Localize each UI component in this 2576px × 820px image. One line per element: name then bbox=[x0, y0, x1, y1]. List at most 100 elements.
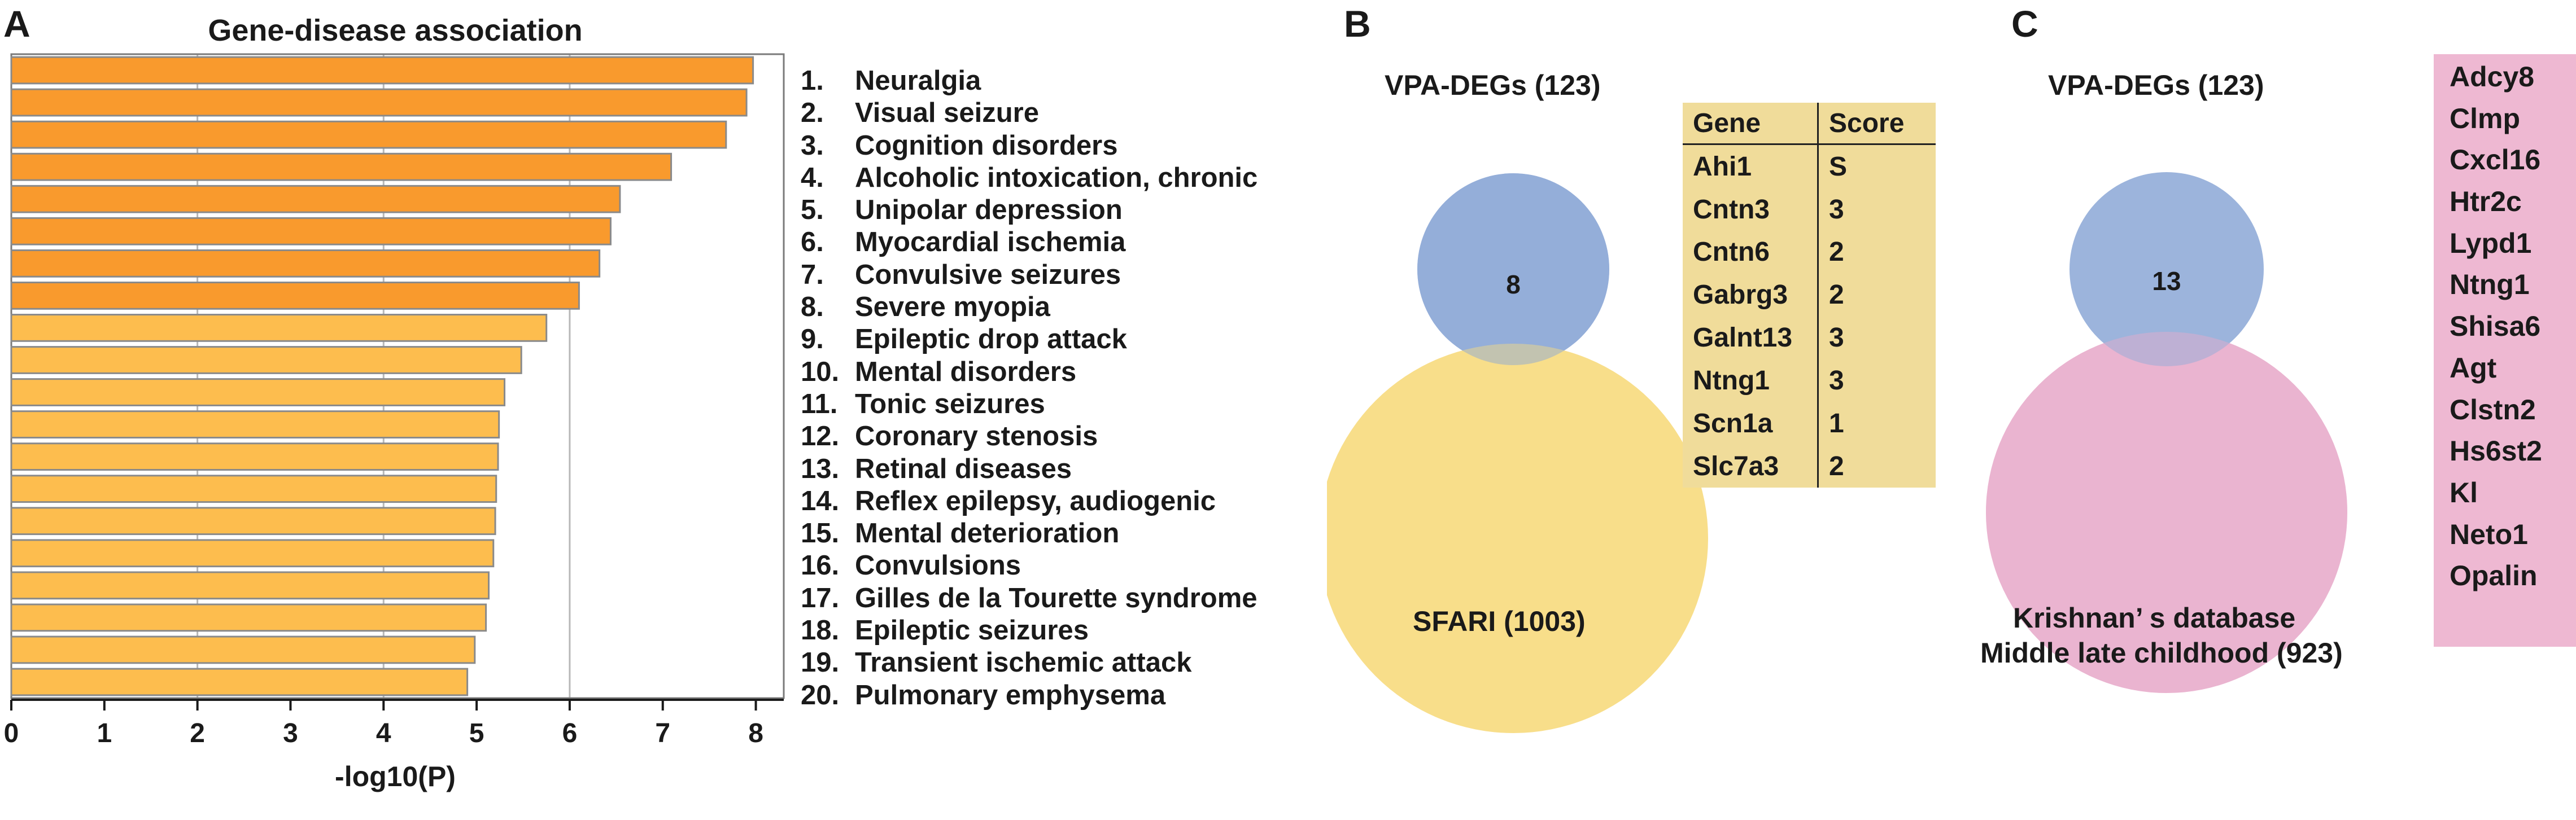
bar bbox=[10, 346, 522, 374]
x-axis-label: -log10(P) bbox=[335, 761, 456, 792]
disease-rank: 9. bbox=[801, 324, 824, 355]
disease-name: Epileptic drop attack bbox=[855, 324, 1127, 355]
disease-rank: 17. bbox=[801, 582, 840, 613]
disease-rank: 11. bbox=[801, 388, 838, 419]
x-tick-label: 5 bbox=[469, 718, 484, 748]
bar bbox=[10, 88, 748, 117]
list-item: 20. Pulmonary emphysema bbox=[801, 679, 1258, 712]
venn-c-krishnan-circle bbox=[1986, 332, 2347, 693]
disease-name: Convulsions bbox=[855, 550, 1021, 581]
disease-rank: 6. bbox=[801, 227, 824, 258]
disease-name: Retinal diseases bbox=[855, 453, 1072, 484]
disease-rank: 7. bbox=[801, 259, 824, 290]
gene-list-item: Kl bbox=[2450, 476, 2478, 508]
list-item: 1. Neuralgia bbox=[801, 65, 1258, 97]
bar bbox=[10, 152, 673, 181]
disease-name: Alcoholic intoxication, chronic bbox=[855, 162, 1258, 193]
bar bbox=[10, 507, 496, 536]
bar bbox=[10, 185, 621, 213]
x-tick-label: 0 bbox=[4, 718, 19, 748]
disease-name: Reflex epilepsy, audiogenic bbox=[855, 485, 1216, 516]
panel-b-letter: B bbox=[1344, 3, 1371, 45]
gene-name-cell: Ahi1 bbox=[1683, 144, 1819, 188]
venn-b-overlap-count: 8 bbox=[1506, 270, 1521, 299]
disease-name: Epileptic seizures bbox=[855, 615, 1089, 646]
gene-list-item: Clmp bbox=[2450, 102, 2520, 134]
disease-name: Pulmonary emphysema bbox=[855, 679, 1166, 711]
venn-b: 8 bbox=[1327, 173, 1708, 733]
disease-rank: 14. bbox=[801, 485, 840, 516]
venn-c: 13 bbox=[1986, 172, 2347, 693]
gene-score-cell: 3 bbox=[1829, 323, 1844, 353]
bar bbox=[10, 410, 500, 438]
disease-name: Coronary stenosis bbox=[855, 421, 1098, 452]
disease-rank: 12. bbox=[801, 421, 840, 452]
list-item: 9. Epileptic drop attack bbox=[801, 323, 1258, 356]
disease-rank: 1. bbox=[801, 65, 824, 96]
gene-list-item: Clstn2 bbox=[2450, 393, 2536, 426]
bar bbox=[10, 56, 754, 85]
gene-score-cell: 2 bbox=[1829, 451, 1844, 481]
gene-score-cell: 2 bbox=[1829, 237, 1844, 268]
table-row: Galnt13 3 bbox=[1683, 316, 1936, 359]
disease-rank: 15. bbox=[801, 518, 840, 549]
gene-list-item: Lypd1 bbox=[2450, 227, 2532, 259]
disease-rank: 20. bbox=[801, 679, 840, 711]
disease-rank: 4. bbox=[801, 162, 824, 193]
bar bbox=[10, 217, 612, 245]
disease-name: Neuralgia bbox=[855, 65, 981, 96]
gene-name-cell: Galnt13 bbox=[1683, 316, 1819, 359]
list-item: 10. Mental disorders bbox=[801, 356, 1258, 388]
x-tick-label: 4 bbox=[376, 718, 391, 748]
grid-lines bbox=[10, 53, 785, 699]
gene-score-cell: 3 bbox=[1829, 194, 1844, 225]
disease-rank: 13. bbox=[801, 453, 840, 484]
list-item: 19.Transient ischemic attack bbox=[801, 647, 1258, 679]
gene-list-item: Cxcl16 bbox=[2450, 144, 2541, 176]
x-tick-label: 2 bbox=[190, 718, 205, 748]
venn-b-sfari-label: SFARI (1003) bbox=[1413, 606, 1586, 637]
list-item: 12. Coronary stenosis bbox=[801, 420, 1258, 453]
disease-rank: 5. bbox=[801, 195, 824, 226]
venn-c-vpa-label: VPA-DEGs (123) bbox=[2048, 69, 2264, 101]
venn-c-overlap-count: 13 bbox=[2152, 266, 2181, 296]
disease-name: Mental disorders bbox=[855, 356, 1077, 387]
list-item: 11. Tonic seizures bbox=[801, 388, 1258, 420]
gene-score-cell: 1 bbox=[1829, 408, 1844, 438]
x-tick-label: 3 bbox=[283, 718, 298, 748]
disease-name: Tonic seizures bbox=[855, 388, 1045, 419]
gene-score-cell: 3 bbox=[1829, 365, 1844, 396]
panel-a-letter: A bbox=[3, 3, 30, 45]
disease-name: Unipolar depression bbox=[855, 195, 1123, 226]
venn-c-vpa-circle bbox=[2069, 172, 2264, 366]
disease-name: Cognition disorders bbox=[855, 130, 1118, 161]
bar bbox=[10, 571, 490, 600]
gene-list-item: Shisa6 bbox=[2450, 310, 2541, 343]
gene-list-item: Opalin bbox=[2450, 560, 2538, 592]
bar bbox=[10, 603, 487, 632]
x-tick-label: 7 bbox=[655, 718, 670, 748]
table-header-gene: Gene bbox=[1683, 103, 1819, 145]
panel-c-letter: C bbox=[2011, 3, 2038, 45]
x-tick-label: 1 bbox=[97, 718, 112, 748]
list-item: 5. Unipolar depression bbox=[801, 194, 1258, 226]
disease-rank: 8. bbox=[801, 292, 824, 323]
gene-name-cell: Ntng1 bbox=[1683, 359, 1819, 402]
venn-b-vpa-label: VPA-DEGs (123) bbox=[1385, 69, 1601, 101]
disease-rank: 10. bbox=[801, 356, 840, 387]
table-row: Ntng1 3 bbox=[1683, 359, 1936, 402]
list-item: 16.Convulsions bbox=[801, 550, 1258, 582]
disease-rank: 3. bbox=[801, 130, 824, 161]
bar bbox=[10, 539, 495, 568]
bar bbox=[10, 442, 499, 471]
gene-list-item: Ntng1 bbox=[2450, 269, 2530, 301]
disease-name: Transient ischemic attack bbox=[855, 647, 1192, 678]
